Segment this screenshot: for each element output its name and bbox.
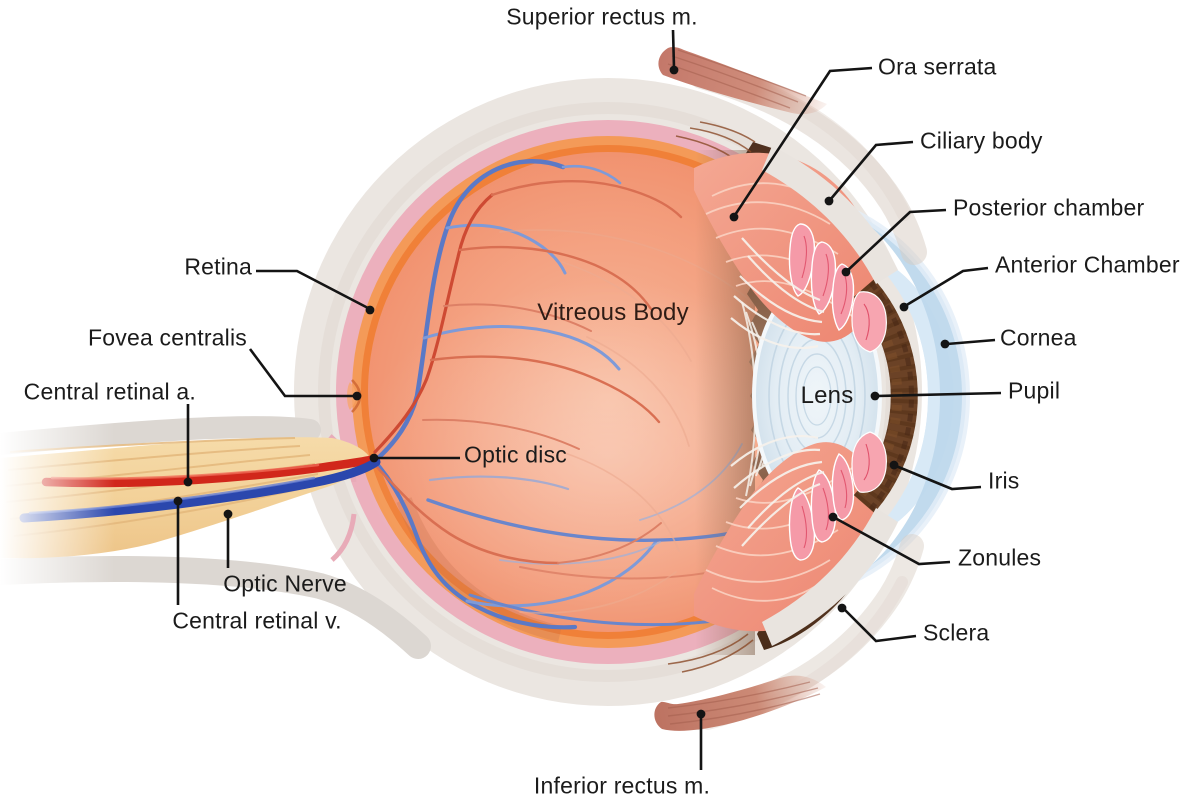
label-retina: Retina	[184, 253, 252, 280]
zonule-fibers	[730, 237, 825, 547]
label-central-retinal-v: Central retinal v.	[172, 607, 342, 634]
label-optic-disc: Optic disc	[464, 441, 567, 468]
label-fovea-centralis: Fovea centralis	[88, 324, 247, 351]
label-superior-rectus: Superior rectus m.	[506, 3, 698, 30]
leader-dots	[173, 65, 950, 719]
label-zonules: Zonules	[958, 544, 1042, 571]
superior-rectus-muscle	[658, 46, 827, 115]
label-inferior-rectus: Inferior rectus m.	[533, 772, 711, 799]
label-sclera: Sclera	[923, 619, 990, 646]
label-iris: Iris	[988, 467, 1020, 494]
label-ciliary-body: Ciliary body	[920, 127, 1043, 154]
label-lens: Lens	[800, 381, 854, 409]
limbus-sclera	[762, 146, 898, 646]
label-vitreous-body: Vitreous Body	[537, 298, 689, 326]
optic-nerve-shape	[0, 400, 431, 680]
inferior-rectus-muscle	[654, 675, 826, 731]
ciliary-processes	[851, 291, 887, 493]
label-central-retinal-a: Central retinal a.	[23, 378, 196, 405]
label-cornea: Cornea	[1000, 324, 1077, 351]
label-anterior-chamber: Anterior Chamber	[995, 251, 1180, 278]
label-pupil: Pupil	[1008, 377, 1061, 404]
leader-lines	[176, 29, 1002, 770]
label-posterior-chamber: Posterior chamber	[953, 194, 1145, 221]
label-ora-serrata: Ora serrata	[878, 53, 997, 80]
label-optic-nerve: Optic Nerve	[223, 570, 347, 597]
